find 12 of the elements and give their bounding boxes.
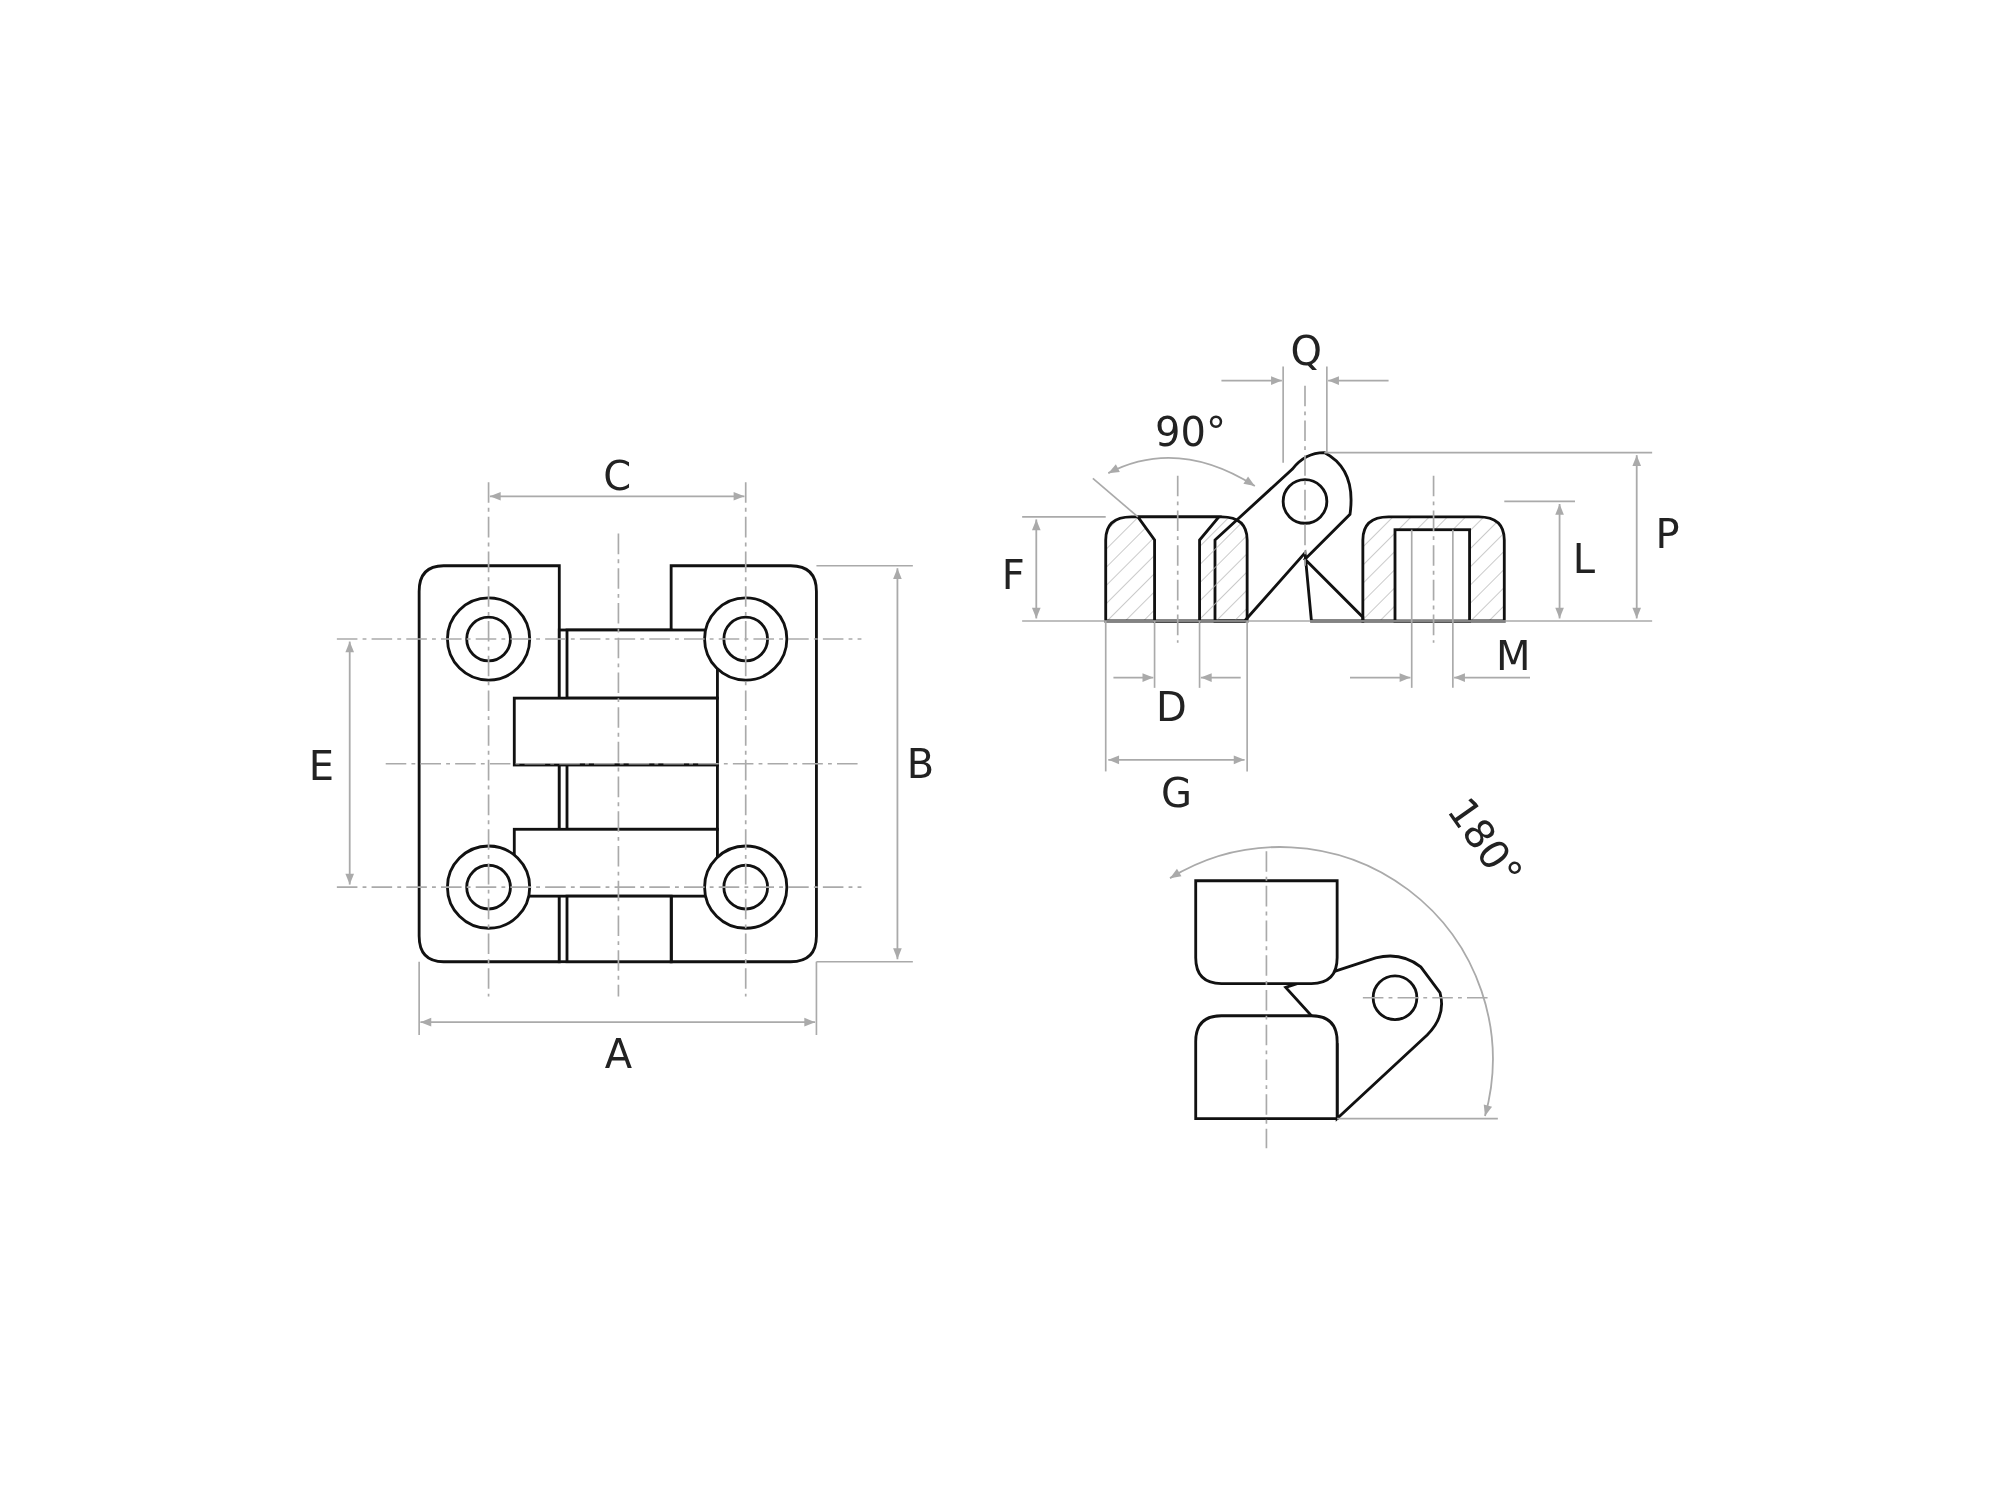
dimension-label: D xyxy=(1155,687,1187,728)
dimension-label: C xyxy=(603,455,632,496)
dimension-label: M xyxy=(1496,635,1531,676)
dimension-label: A xyxy=(604,1034,633,1075)
dimension-label: E xyxy=(308,746,335,787)
dimension-label: Q xyxy=(1290,331,1322,371)
dimension-label: P xyxy=(1655,513,1680,554)
dimension-label: 90° xyxy=(1155,412,1226,452)
dimension-label: B xyxy=(906,743,935,784)
dimension-label: G xyxy=(1160,773,1192,814)
dimension-label: F xyxy=(1001,554,1025,595)
dimension-label: L xyxy=(1572,539,1596,580)
